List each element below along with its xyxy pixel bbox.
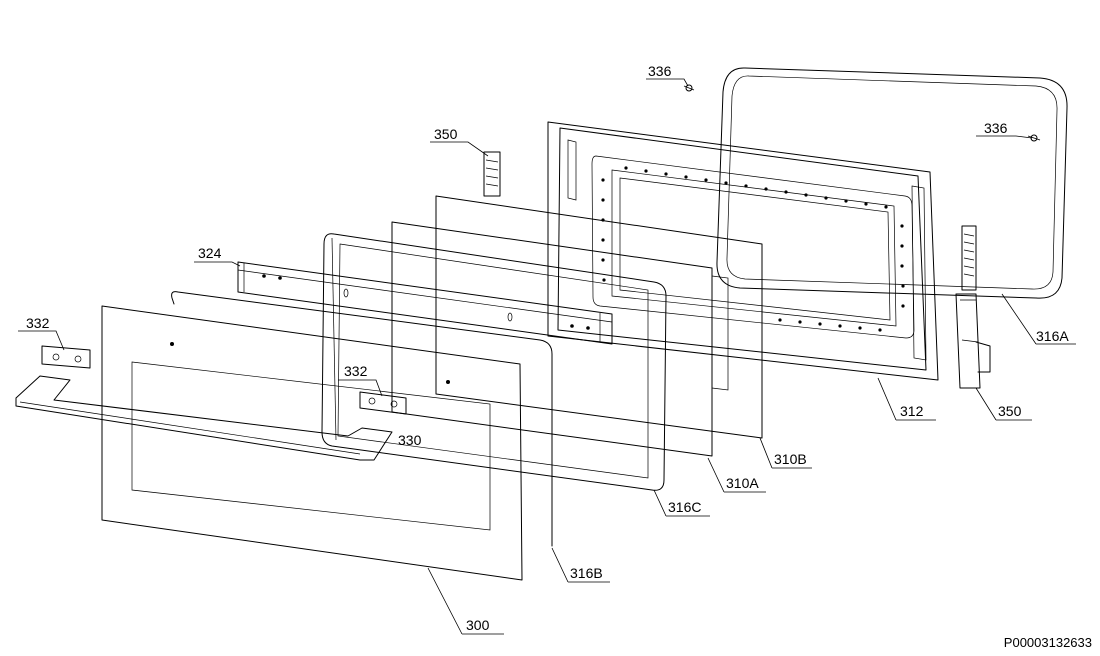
outer-glass-300 — [101, 305, 523, 581]
hinge-350b — [955, 225, 991, 389]
label-312: 312 — [900, 403, 924, 419]
glass-frame-316c — [321, 233, 667, 491]
label-310a: 310A — [726, 475, 759, 491]
label-324: 324 — [198, 245, 222, 261]
label-310b: 310B — [774, 451, 807, 467]
label-330: 330 — [398, 432, 422, 448]
label-316c: 316C — [668, 499, 701, 515]
leader-lines — [18, 78, 1076, 635]
mounting-plate-332a — [41, 345, 91, 369]
document-code: P00003132633 — [1003, 635, 1092, 650]
seal-wire-316b — [171, 291, 553, 547]
hinge-350a — [483, 151, 501, 197]
label-336-right: 336 — [984, 120, 1008, 136]
label-332-center: 332 — [344, 363, 368, 379]
bracket-rail-324 — [237, 261, 613, 345]
label-350-right: 350 — [998, 403, 1022, 419]
mounting-plate-332b — [359, 391, 407, 415]
label-300: 300 — [466, 617, 490, 633]
screw-336a — [683, 84, 695, 92]
inner-frame-312 — [547, 121, 939, 381]
label-316a: 316A — [1036, 328, 1069, 344]
label-316b: 316B — [570, 565, 603, 581]
label-336-top: 336 — [648, 63, 672, 79]
gasket-316a — [716, 67, 1068, 299]
frame-holes — [601, 166, 905, 332]
handle-330[interactable] — [15, 375, 393, 461]
label-350-left: 350 — [434, 126, 458, 142]
glass-pane-310b — [435, 195, 763, 439]
glass-pane-310a — [391, 221, 729, 457]
label-332-left: 332 — [26, 315, 50, 331]
